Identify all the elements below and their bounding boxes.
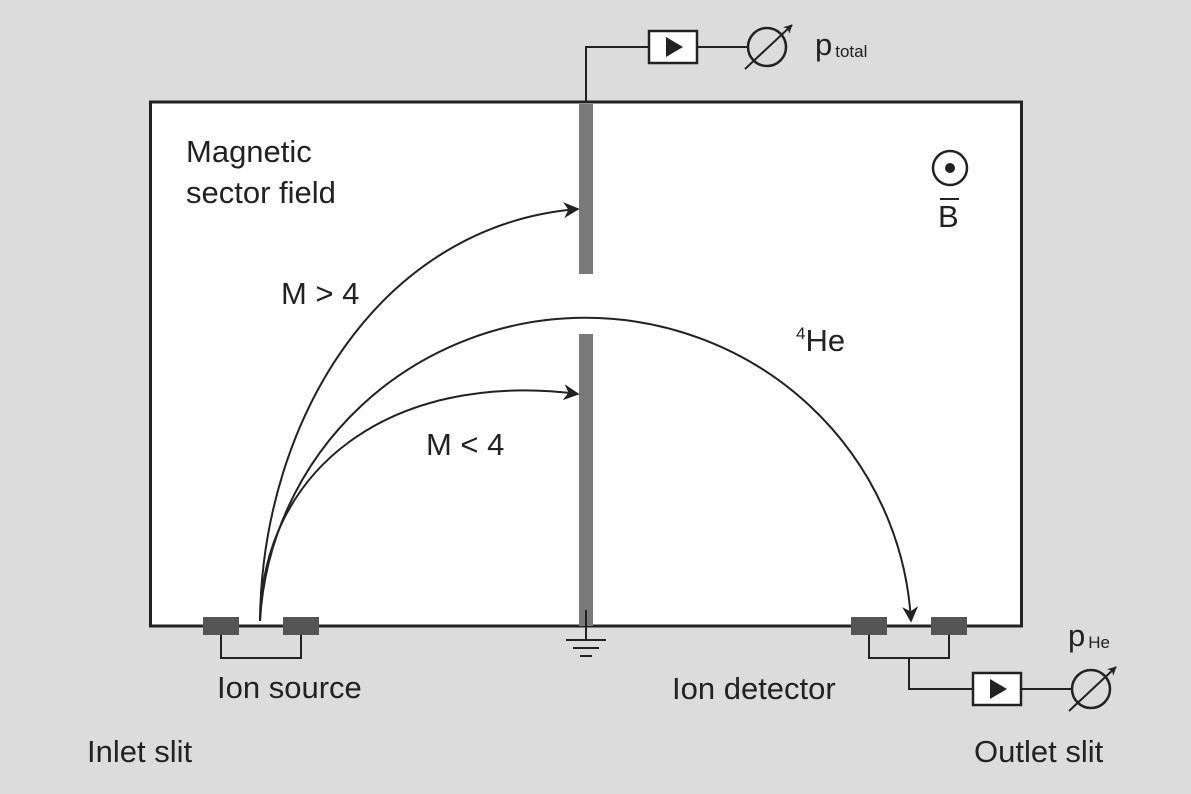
trajectory-m-greater-4 xyxy=(259,202,580,622)
inlet-slit-label: Inlet slit xyxy=(87,734,192,769)
outlet-slit-right xyxy=(931,617,967,635)
m-less-4-label: M < 4 xyxy=(426,427,504,462)
trajectory-helium-4 xyxy=(259,316,919,623)
inlet-slit-right xyxy=(283,617,319,635)
ion-detector-bracket xyxy=(868,635,1072,690)
meter-icon xyxy=(744,24,793,70)
magnetic-sector-label-line2: sector field xyxy=(186,175,336,210)
trajectory-m-less-4 xyxy=(259,384,580,622)
m-greater-4-label: M > 4 xyxy=(281,276,359,311)
outlet-slit-left xyxy=(851,617,887,635)
baffle-lower xyxy=(579,334,593,626)
magnetic-sector-label-line1: Magnetic xyxy=(186,134,312,169)
total-pressure-wire xyxy=(585,46,748,102)
outlet-slit-label: Outlet slit xyxy=(974,734,1104,769)
baffle-upper xyxy=(579,104,593,274)
ion-source-label: Ion source xyxy=(217,670,362,705)
b-field-label: B xyxy=(938,199,959,234)
amplifier-icon xyxy=(971,671,1023,707)
ion-detector-label: Ion detector xyxy=(672,671,836,706)
amplifier-icon xyxy=(647,29,699,65)
b-field-out-of-page-icon xyxy=(931,149,969,187)
ion-source-bracket xyxy=(220,635,302,659)
ground-icon xyxy=(566,610,606,657)
meter-icon xyxy=(1068,666,1117,712)
helium-4-label: 4He xyxy=(796,323,845,358)
inlet-slit-left xyxy=(203,617,239,635)
